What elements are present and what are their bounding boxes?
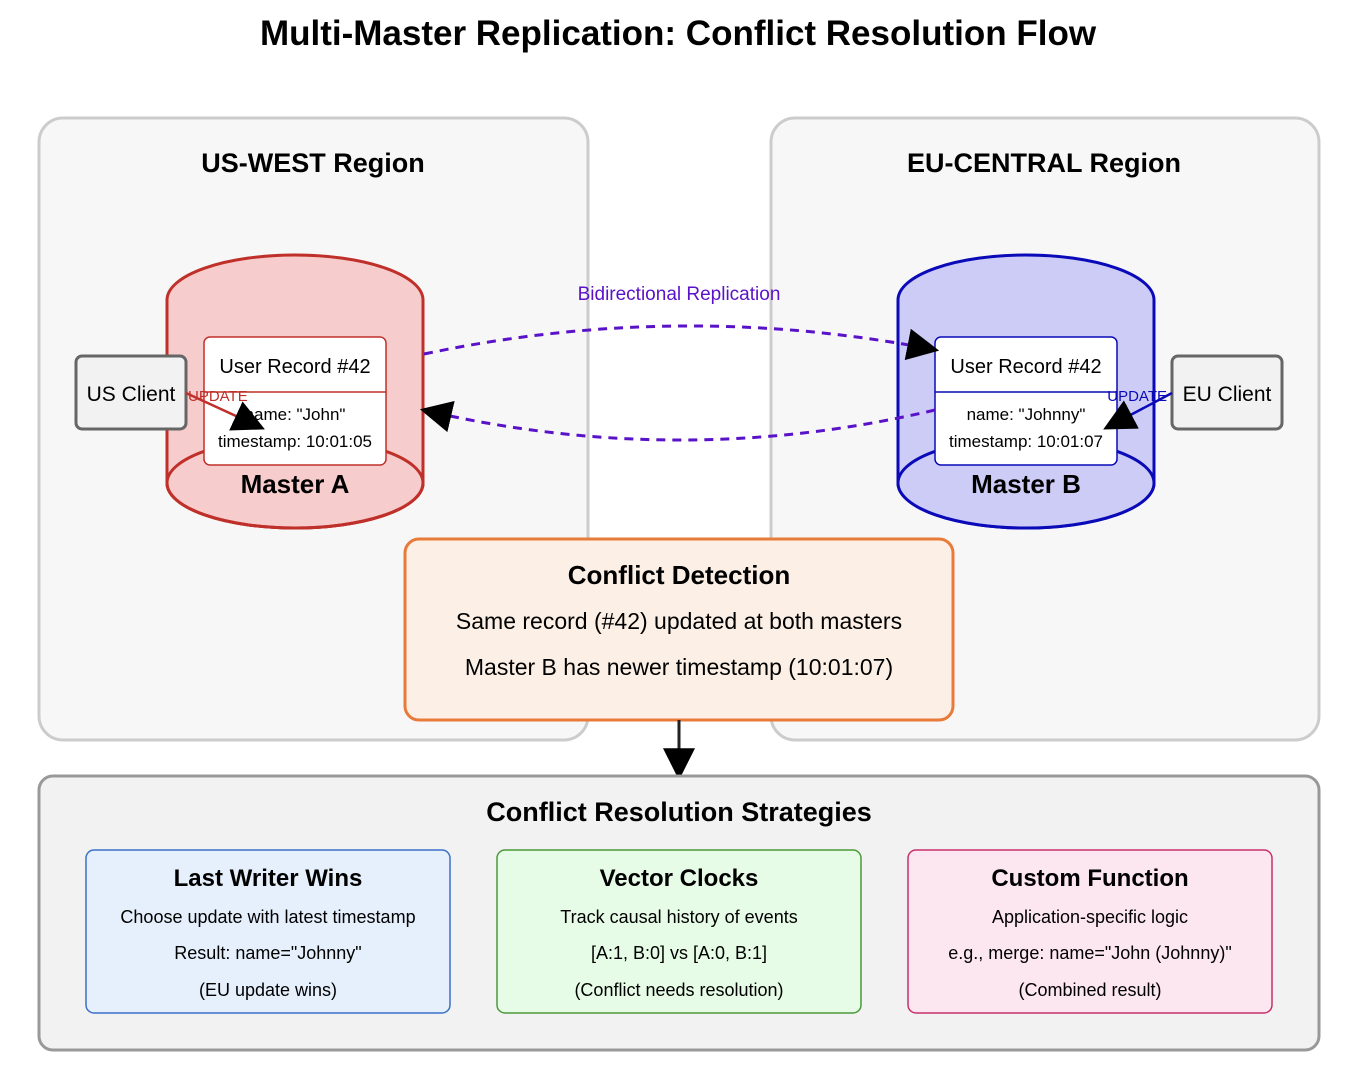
eu-update-arrow xyxy=(1103,391,1173,430)
strategy-card-custom-function xyxy=(907,849,1273,1014)
us-update-arrow xyxy=(185,391,265,431)
replication-label: Bidirectional Replication xyxy=(578,284,781,305)
strategies-title: Conflict Resolution Strategies xyxy=(486,797,872,827)
replication-arrow-a-to-b xyxy=(423,324,940,361)
conflict-detection-line1: Same record (#42) updated at both master… xyxy=(456,608,902,634)
strategy-card-line: Choose update with latest timestamp xyxy=(120,907,415,927)
strategy-card-line: e.g., merge: name="John (Johnny)" xyxy=(948,943,1231,963)
master-b-record-title: User Record #42 xyxy=(950,356,1101,378)
eu-update-label: UPDATE xyxy=(1107,388,1167,405)
master-a-label: Master A xyxy=(241,469,350,499)
master-a-record-timestamp: timestamp: 10:01:05 xyxy=(218,432,372,451)
diagram-title: Multi-Master Replication: Conflict Resol… xyxy=(260,14,1097,53)
master-a-record-card xyxy=(203,336,387,466)
us-west-region-label: US-WEST Region xyxy=(201,148,425,178)
master-a-record-name: name: "John" xyxy=(245,405,346,424)
eu-central-region-label: EU-CENTRAL Region xyxy=(907,148,1181,178)
strategy-card-title: Last Writer Wins xyxy=(174,865,363,892)
master-b-record-card xyxy=(934,336,1118,466)
strategy-card-line: Track causal history of events xyxy=(560,907,797,927)
eu-client-label: EU Client xyxy=(1183,383,1272,406)
strategy-card-vector-clocks xyxy=(496,849,862,1014)
strategy-card-title: Custom Function xyxy=(991,865,1188,892)
replication-arrow-b-to-a xyxy=(419,400,936,442)
strategy-card-line: Result: name="Johnny" xyxy=(174,943,361,963)
conflict-detection-line2: Master B has newer timestamp (10:01:07) xyxy=(465,654,893,680)
strategy-card-last-writer-wins xyxy=(85,849,451,1014)
strategy-card-line: Application-specific logic xyxy=(992,907,1188,927)
strategy-card-line: [A:1, B:0] vs [A:0, B:1] xyxy=(591,943,767,963)
master-b-record-timestamp: timestamp: 10:01:07 xyxy=(949,432,1103,451)
conflict-detection-title: Conflict Detection xyxy=(568,560,790,590)
master-b-record-name: name: "Johnny" xyxy=(967,405,1086,424)
us-update-label: UPDATE xyxy=(188,388,248,405)
strategy-card-line: (Combined result) xyxy=(1018,980,1161,1000)
strategy-card-title: Vector Clocks xyxy=(600,865,759,892)
us-client-box xyxy=(74,354,188,431)
strategy-card-line: (EU update wins) xyxy=(199,980,337,1000)
eu-client-box xyxy=(1170,354,1284,431)
strategy-card-line: (Conflict needs resolution) xyxy=(574,980,783,1000)
master-a-record-title: User Record #42 xyxy=(219,356,370,378)
us-client-label: US Client xyxy=(87,383,176,406)
master-b-label: Master B xyxy=(971,469,1081,499)
